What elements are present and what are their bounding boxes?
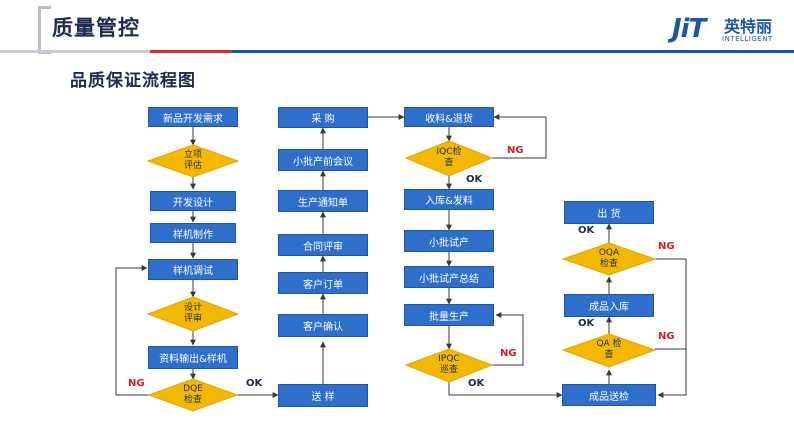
edge-dqe-ng-loop	[115, 265, 150, 396]
edge-ipqc-ok	[448, 382, 563, 398]
diamond-ipqc	[404, 348, 494, 383]
decision-approve-text: 立项 评估	[183, 150, 202, 171]
diamond-dqe	[147, 378, 239, 412]
header-divider-blue	[232, 50, 794, 53]
diamond-iqc	[404, 140, 494, 177]
dqe-ok-label: OK	[246, 378, 263, 389]
step-sample-debug: 样机调试	[148, 259, 238, 280]
oqa-ng-label: NG	[658, 241, 675, 252]
step-trial-summary: 小批试产总结	[404, 266, 494, 288]
decision-oqa-text: OQA 检查	[598, 248, 620, 269]
company-logo-english: INTELLIGENT	[722, 35, 773, 43]
ipqc-ng-label: NG	[500, 348, 517, 359]
decision-dqe-label: DQE 检查	[163, 383, 223, 407]
step-dev-design: 开发设计	[150, 191, 236, 211]
step-mass-production: 批量生产	[404, 304, 494, 326]
step-purchase: 采 购	[278, 107, 368, 128]
step-customer-order: 客户订单	[278, 272, 368, 294]
iqc-ok-label: OK	[466, 174, 483, 185]
step-production-notice: 生产通知单	[278, 190, 368, 212]
edge-ipqc-ng-loop	[492, 312, 524, 366]
page-title: 质量管控	[52, 16, 140, 40]
header-divider-red	[150, 50, 232, 53]
qa-ng-label: NG	[658, 331, 675, 342]
step-small-batch-trial: 小批试产	[404, 230, 494, 252]
company-logo-mark: JiT	[672, 14, 706, 44]
step-receive-return: 收料&退货	[404, 107, 494, 127]
decision-qa-text: QA 检 查	[596, 339, 622, 360]
decision-iqc-text: IQC检 查	[436, 147, 462, 168]
decision-qa-label: QA 检 查	[579, 338, 639, 362]
dqe-ng-label: NG	[128, 378, 145, 389]
step-stock-in-out: 入库&发料	[404, 189, 494, 210]
decision-dqe-text: DQE 检查	[183, 384, 203, 405]
step-customer-confirm: 客户确认	[278, 314, 368, 337]
decision-iqc-label: IQC检 查	[419, 146, 479, 170]
header-divider-grey	[0, 50, 232, 53]
decision-oqa-label: OQA 检查	[579, 247, 639, 271]
step-send-sample: 送 样	[278, 384, 368, 407]
edge-iqc-ng-loop	[492, 114, 547, 159]
step-finished-inspect: 成品送检	[562, 384, 656, 406]
edge-qa-ng-loop	[655, 348, 687, 398]
step-shipment: 出 货	[564, 201, 654, 224]
step-small-batch-meeting: 小批产前会议	[278, 149, 368, 171]
diamond-qa	[561, 333, 657, 368]
oqa-ok-label: OK	[578, 225, 595, 236]
iqc-ng-label: NG	[507, 145, 524, 156]
edge-oqa-ng-loop	[655, 258, 687, 395]
ipqc-ok-label: OK	[468, 378, 485, 389]
step-data-output: 资料输出&样机	[148, 346, 238, 369]
company-logo-name: 英特丽	[724, 17, 773, 36]
decision-design-review-text: 设计 评审	[183, 303, 202, 324]
diamond-approve	[146, 144, 240, 178]
decision-ipqc-label: IPQC 巡查	[419, 353, 479, 377]
step-sample-make: 样机制作	[150, 223, 236, 243]
step-new-product-demand: 新品开发需求	[148, 107, 238, 127]
decision-design-review-label: 设计 评审	[163, 302, 223, 326]
diamond-design-review	[146, 296, 240, 332]
decision-approve-label: 立项 评估	[163, 149, 223, 173]
qa-ok-label: OK	[578, 318, 595, 329]
decision-ipqc-text: IPQC 巡查	[438, 354, 460, 375]
step-contract-review: 合同评审	[278, 234, 368, 256]
diagram-subtitle: 品质保证流程图	[70, 71, 196, 91]
step-finished-stock-in: 成品入库	[564, 294, 654, 317]
diamond-oqa	[561, 242, 657, 276]
